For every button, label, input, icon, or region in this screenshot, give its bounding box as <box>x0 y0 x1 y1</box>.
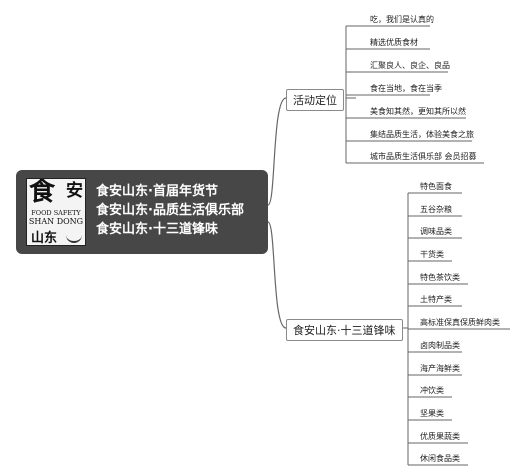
logo-char-1: 食 <box>29 178 56 207</box>
logo-char-2: 安 <box>66 181 83 201</box>
central-title-line-3: 食安山东·十三道锋味 <box>96 222 218 237</box>
leaf-flavor-1: 特色面食 <box>420 182 452 191</box>
leaf-flavor-13: 休闲食品类 <box>420 454 460 463</box>
leaf-positioning-1: 吃，我们是认真的 <box>370 15 434 24</box>
logo-text-shandong-cn: 山东 <box>31 231 58 246</box>
connector-group-branch-2 <box>402 192 510 466</box>
leaf-flavor-9: 海产海鲜类 <box>420 364 460 373</box>
connector-group-branch-1 <box>345 25 484 164</box>
leaf-flavor-11: 坚果类 <box>420 409 444 418</box>
leaf-flavor-12: 优质果蔬类 <box>420 432 460 441</box>
central-node: 食 安 FOOD SAFETY SHAN DONG 山东 食安山东·首届年货节 … <box>16 170 268 254</box>
leaf-positioning-5: 美食知其然，更知其所以然 <box>370 107 466 116</box>
leaf-flavor-8: 卤肉制品类 <box>420 341 460 350</box>
leaf-flavor-10: 冲饮类 <box>420 386 444 395</box>
leaf-positioning-7: 城市品质生活俱乐部 会员招募 <box>370 152 477 161</box>
leaf-flavor-5: 特色茶饮类 <box>420 273 460 282</box>
branch-node-thirteen-flavors: 食安山东·十三道锋味 <box>286 319 403 341</box>
central-title-lines: 食安山东·首届年货节 食安山东·品质生活俱乐部 食安山东·十三道锋味 <box>96 182 244 239</box>
logo-text-food-safety: FOOD SAFETY <box>31 209 81 217</box>
connector-central-branch-1 <box>267 97 287 206</box>
leaf-flavor-3: 调味品类 <box>420 227 452 236</box>
food-safety-shandong-logo: 食 安 FOOD SAFETY SHAN DONG 山东 <box>26 178 86 246</box>
logo-text-shandong: SHAN DONG <box>28 217 84 226</box>
leaf-positioning-6: 集结品质生活，体验美食之旅 <box>370 130 474 139</box>
leaf-flavor-2: 五谷杂粮 <box>420 205 452 214</box>
branch-node-positioning: 活动定位 <box>286 89 344 111</box>
central-title-line-1: 食安山东·首届年货节 <box>96 184 218 199</box>
leaf-flavor-7: 高标准保真保质鲜肉类 <box>420 318 500 327</box>
leaf-positioning-3: 汇聚良人、良企、良品 <box>370 61 450 70</box>
leaf-flavor-6: 土特产类 <box>420 295 452 304</box>
connector-central-branch-2 <box>267 221 287 329</box>
leaf-positioning-2: 精选优质食材 <box>370 38 418 47</box>
leaf-flavor-4: 干货类 <box>420 250 444 259</box>
central-title-line-2: 食安山东·品质生活俱乐部 <box>96 203 244 218</box>
leaf-positioning-4: 食在当地，食在当季 <box>370 84 442 93</box>
logo-wave-icon <box>66 231 82 243</box>
